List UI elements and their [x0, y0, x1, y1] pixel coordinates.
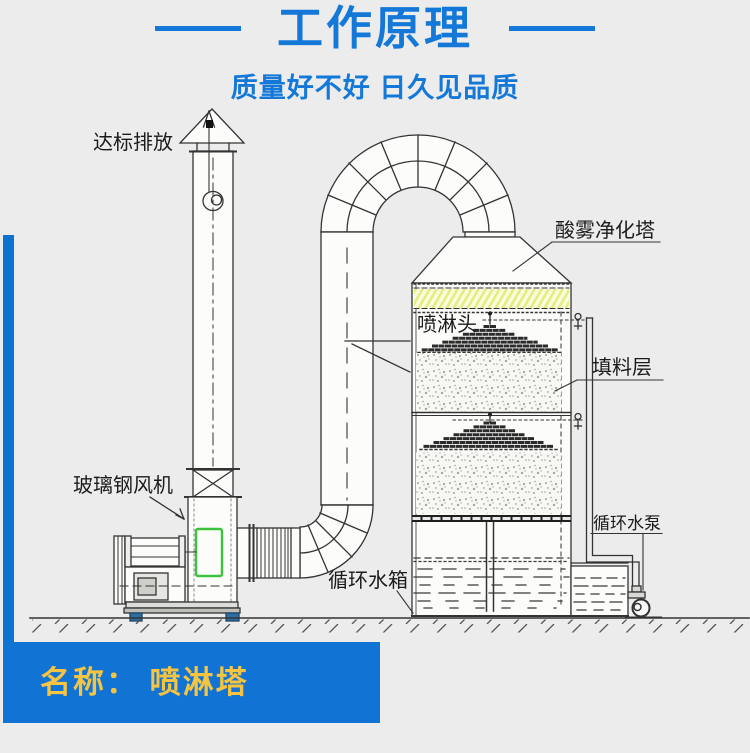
spray-cone-lower: [423, 421, 557, 448]
horizontal-duct: [236, 524, 301, 582]
tower-hood: [410, 236, 573, 284]
sump-water: [413, 557, 570, 609]
water-pump: [625, 585, 662, 619]
duct-to-hood: [464, 231, 516, 238]
leader-lines: [149, 241, 664, 614]
valve-icon: [573, 312, 583, 330]
label-fan: 玻璃钢风机: [73, 474, 173, 497]
title-rule-left: [155, 25, 241, 31]
label-purifier-tower: 酸雾净化塔: [555, 219, 655, 242]
header: 工作原理 质量好不好 日久见品质: [0, 0, 750, 105]
water-tank: [570, 562, 629, 617]
label-packing-layer: 填料层: [592, 356, 652, 379]
u-bend-duct: [320, 134, 516, 233]
support-plate: [412, 515, 571, 522]
label-spray-head: 喷淋头: [417, 313, 477, 336]
left-accent-bar: [3, 235, 14, 723]
valve-icon: [573, 412, 583, 430]
riser-pipe: [573, 312, 640, 594]
fan-motor: [113, 535, 197, 605]
label-circulating-pump: 循环水泵: [593, 514, 661, 533]
vertical-duct: [320, 231, 411, 506]
ground: [29, 617, 750, 633]
footer-banner: 名称： 喷淋塔: [3, 642, 380, 723]
page-title: 工作原理: [277, 2, 473, 54]
packing-layer-lower: [416, 452, 561, 514]
product-name: 名称： 喷淋塔: [40, 665, 249, 700]
label-emission: 达标排放: [93, 131, 173, 154]
title-row: 工作原理: [0, 2, 750, 55]
spray-cone-upper: [421, 325, 559, 352]
elbow-duct: [299, 504, 374, 579]
fan-assembly: [113, 468, 242, 622]
scrubber-tower: [410, 236, 585, 617]
title-rule-right: [509, 25, 595, 31]
spray-header-upper: [482, 311, 585, 325]
packing-layer-upper: [416, 353, 561, 412]
emission-arrow-icon: [202, 110, 216, 193]
page-subtitle: 质量好不好 日久见品质: [230, 72, 520, 103]
spray-header-lower: [452, 412, 585, 423]
label-circulating-tank: 循环水箱: [328, 569, 408, 592]
chimney-stack: [178, 108, 246, 471]
